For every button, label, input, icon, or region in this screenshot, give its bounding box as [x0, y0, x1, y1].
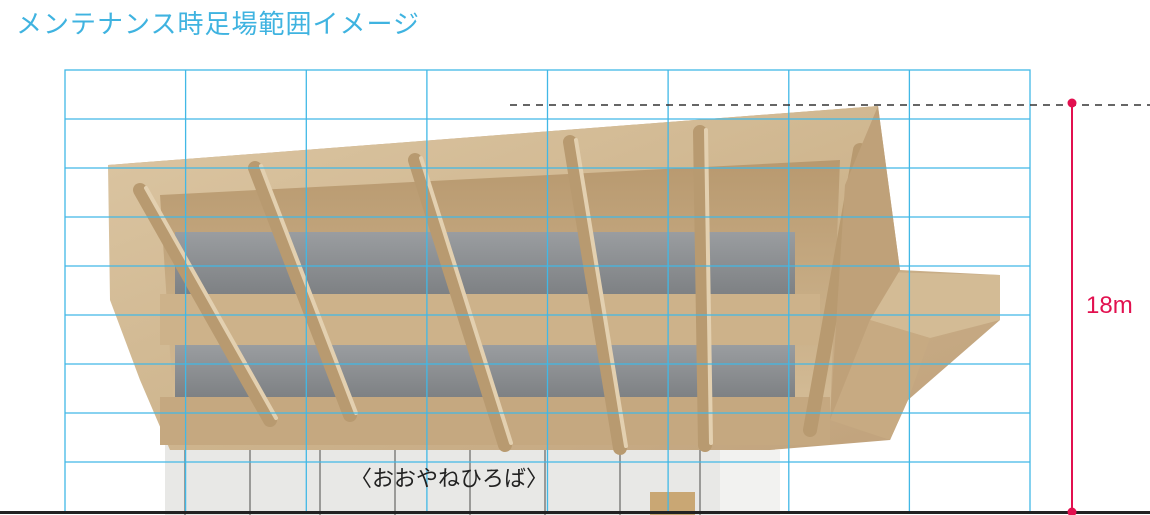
dimension-bottom-marker — [1067, 507, 1077, 515]
ground-floor-wall — [720, 450, 780, 515]
corner-brace-lower — [830, 320, 930, 440]
timber-braces — [133, 125, 867, 455]
side-overhang — [870, 272, 1000, 338]
ground-floor-mullions — [184, 445, 701, 515]
ground-floor-furniture — [650, 492, 695, 515]
timber-brace-highlights — [144, 128, 713, 448]
floor-band — [160, 294, 820, 345]
corner-brace — [830, 106, 900, 420]
page-title: メンテナンス時足場範囲イメージ — [16, 10, 420, 40]
building-caption: 〈おおやねひろば〉 — [350, 467, 549, 492]
dimension-top-marker — [1067, 98, 1077, 108]
height-label: 18m — [1086, 292, 1133, 319]
scaffold-grid — [64, 69, 1031, 513]
height-dimension — [1067, 98, 1077, 515]
